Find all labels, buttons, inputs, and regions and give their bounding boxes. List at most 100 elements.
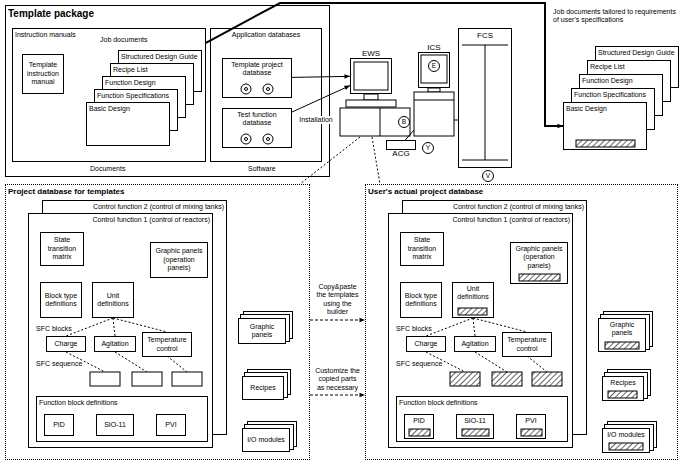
- box-label: Basic Design: [89, 105, 167, 113]
- definition-box: Graphic panels (operation panels): [150, 242, 208, 278]
- group-caption: Documents: [90, 165, 125, 173]
- box-decoration: [350, 58, 392, 94]
- box-label: EWS: [336, 49, 406, 59]
- box-label: Function block definitions: [399, 399, 565, 407]
- box-label: FCS: [461, 31, 509, 41]
- sequence-box: [90, 372, 120, 386]
- disk-symbol: [263, 84, 273, 94]
- callout-letter: E: [428, 60, 440, 72]
- box-label: Function Design: [105, 79, 183, 87]
- hatch-mark: [462, 429, 489, 436]
- ics-keyboard: [414, 100, 454, 101]
- box-label: ICS: [404, 43, 464, 53]
- function-block-group: Function block definitionsPID SIO-11 PVI: [396, 396, 568, 442]
- box-label: Template instruction manual: [25, 61, 61, 86]
- box-label: Block type definitions: [43, 292, 79, 309]
- stacked-sheets: Recipes: [602, 376, 644, 401]
- box-label: Charge: [55, 340, 78, 348]
- stacked-sheets: Graphic panels: [238, 318, 286, 344]
- box-label: Agitation: [461, 340, 488, 348]
- edge-label: Installation: [294, 116, 338, 124]
- database-media: Test function database: [222, 108, 292, 148]
- sequence-box: [172, 372, 202, 386]
- disk-symbol: [245, 138, 248, 141]
- software-group: Application databasesTemplate project da…: [210, 28, 322, 162]
- document-sheet: Basic Design: [563, 102, 647, 150]
- box-label: State transition matrix: [403, 236, 441, 261]
- monitor-stand: [364, 94, 378, 100]
- hatch-mark: [519, 274, 560, 281]
- box-label: Agitation: [101, 340, 128, 348]
- box-label: SIO-11: [459, 417, 491, 425]
- sfc-block: Agitation: [454, 336, 496, 352]
- box-label: Function Specifications: [97, 92, 175, 100]
- connector-arrow: [292, 74, 350, 79]
- leader-line: [485, 45, 486, 160]
- desk-drawer: [380, 108, 381, 136]
- documents-group: Instruction manualsTemplate instruction …: [12, 28, 206, 162]
- disk-symbol: [263, 134, 273, 144]
- section-label: SFC sequence: [396, 360, 442, 368]
- disk-symbol: [241, 134, 251, 144]
- box-label: Recipe List: [113, 66, 191, 74]
- function-block: PID: [404, 414, 434, 439]
- box-label: Control function 2 (control of mixing ta…: [45, 203, 224, 211]
- database-frame: Project database for templatesControl fu…: [5, 184, 310, 460]
- definition-box: Unit definitions: [452, 282, 494, 318]
- box-label: Structured Design Guide: [121, 53, 199, 61]
- ews-desk: [340, 108, 410, 136]
- callout-letter: V: [482, 170, 494, 182]
- box-label: Function block definitions: [39, 399, 205, 407]
- hatch-mark: [609, 443, 643, 450]
- box-label: I/O modules: [247, 436, 285, 444]
- box-label: Control function 1 (control of reactors): [391, 216, 570, 224]
- function-block-group: Function block definitionsPID SIO-11 PVI: [36, 396, 208, 442]
- box-label: Function Design: [582, 77, 660, 85]
- definition-box: Unit definitions: [92, 282, 134, 318]
- box-label: Basic Design: [566, 105, 644, 113]
- leader-line: [66, 318, 113, 336]
- box-label: Graphic panels (operation panels): [513, 245, 565, 270]
- function-block: SIO-11: [456, 414, 494, 439]
- box-label: Template project database: [225, 61, 289, 78]
- stacked-sheets: I/O modules: [242, 428, 290, 452]
- box-label: Control function 2 (control of mixing ta…: [405, 203, 584, 211]
- ews-monitor: EWS: [350, 58, 392, 94]
- edge-label: Customize the copied parts as necessary: [315, 367, 361, 392]
- sfc-block: Temperature control: [502, 332, 552, 357]
- leader-line: [167, 356, 187, 372]
- box-label: Function Specifications: [574, 91, 652, 99]
- sequence-box: [421, 55, 447, 83]
- definition-box: State transition matrix: [400, 232, 444, 266]
- box-label: PID: [53, 421, 65, 429]
- function-block: SIO-11: [96, 414, 134, 436]
- sequence-box: [532, 372, 562, 386]
- sequence-box: [132, 372, 162, 386]
- box-label: Graphic panels: [601, 321, 643, 338]
- package-frame: Template packageInstruction manualsTempl…: [5, 5, 330, 177]
- connector-arrow: [310, 318, 365, 323]
- hatch-mark: [409, 429, 430, 436]
- box-label: PVI: [165, 421, 176, 429]
- stacked-sheets: Recipes: [242, 376, 284, 400]
- hatch-mark: [521, 429, 542, 436]
- disk-symbol: [241, 84, 251, 94]
- box-label: PVI: [519, 417, 543, 425]
- section-label: SFC sequence: [36, 360, 82, 368]
- box-label: Test function database: [225, 111, 289, 128]
- definition-box: Graphic panels (operation panels): [510, 242, 568, 284]
- leader-line: [426, 318, 473, 336]
- box-label: State transition matrix: [43, 236, 81, 261]
- edge-label: Copy&paste the templates using the build…: [315, 283, 361, 317]
- box-label: Temperature control: [505, 336, 549, 353]
- box-label: Recipes: [250, 384, 275, 392]
- disk-symbol: [267, 88, 270, 91]
- connector-line: [310, 395, 365, 396]
- hatch-mark: [605, 342, 639, 349]
- box-label: Unit definitions: [455, 285, 491, 302]
- box-label: Project database for templates: [8, 187, 307, 197]
- leader-line: [527, 356, 547, 372]
- leader-line: [113, 318, 115, 336]
- box-label: Application databases: [213, 31, 319, 39]
- disk-symbol: [267, 138, 270, 141]
